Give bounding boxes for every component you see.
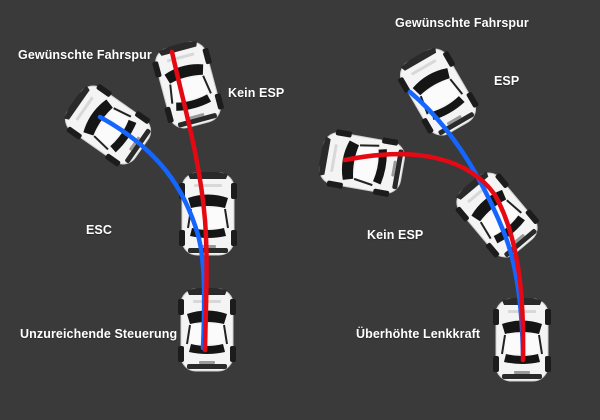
- left-no-esp-path: [169, 49, 209, 353]
- left-car-esc-result: [55, 76, 160, 174]
- right-esp-label: ESP: [494, 74, 520, 88]
- left-desired-lane-label: Gewünschte Fahrspur: [18, 48, 152, 62]
- right-car-esp-result: [390, 40, 485, 144]
- left-condition-label: Unzureichende Steuerung: [20, 327, 178, 341]
- right-desired-lane-label: Gewünschte Fahrspur: [395, 16, 529, 30]
- right-no-esp-label: Kein ESP: [367, 228, 424, 242]
- right-car-no-esp-result: [314, 126, 409, 200]
- left-esc-label: ESC: [86, 223, 113, 237]
- right-condition-label: Überhöhte Lenkkraft: [356, 327, 481, 341]
- left-no-esp-label: Kein ESP: [228, 86, 285, 100]
- right-no-esp-path: [342, 152, 526, 363]
